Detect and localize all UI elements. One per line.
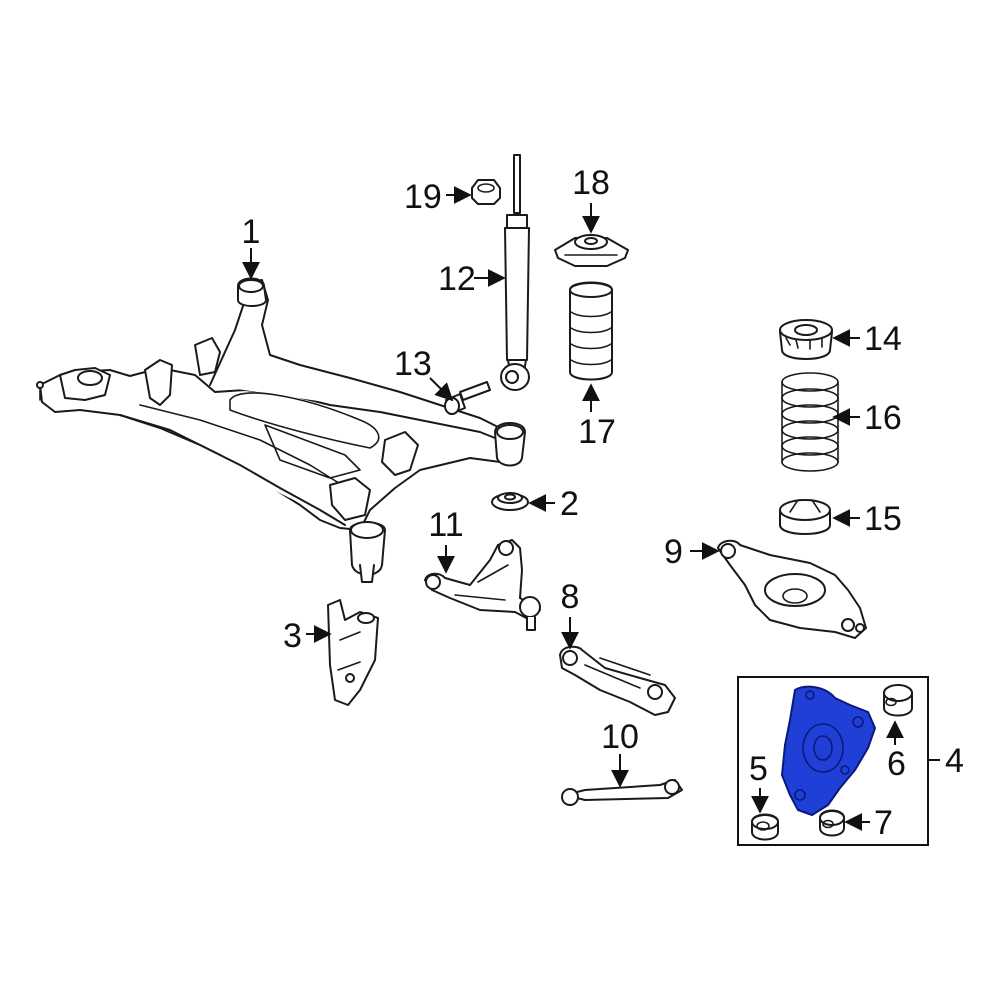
callout-5: 5 <box>749 750 768 788</box>
callout-18: 18 <box>572 164 610 202</box>
part-11-upper-arm[interactable] <box>424 539 541 631</box>
callout-16: 16 <box>864 399 902 437</box>
callout-6: 6 <box>887 745 906 783</box>
callout-10: 10 <box>601 718 639 756</box>
part-17-dust-boot[interactable] <box>569 281 613 381</box>
callout-7: 7 <box>874 804 893 842</box>
part-14-spring-seat[interactable] <box>779 319 833 360</box>
callout-19: 19 <box>404 178 442 216</box>
callout-3: 3 <box>283 617 302 655</box>
part-7-bushing[interactable] <box>819 809 845 837</box>
callout-17: 17 <box>578 413 616 451</box>
callout-9: 9 <box>664 533 683 571</box>
subframe-crossmember[interactable] <box>36 277 526 583</box>
part-12-shock-absorber[interactable] <box>500 154 530 391</box>
part-3-bracket[interactable] <box>327 599 379 706</box>
callout-14: 14 <box>864 320 902 358</box>
part-9-lower-control-arm[interactable] <box>717 539 867 639</box>
callout-2: 2 <box>560 485 579 523</box>
part-2-washer[interactable] <box>491 492 529 511</box>
part-8-control-arm[interactable] <box>559 645 676 716</box>
part-13-bolt[interactable] <box>444 381 491 415</box>
leader-arrows <box>242 186 940 831</box>
callout-4: 4 <box>945 742 964 780</box>
part-18-upper-mount[interactable] <box>554 234 629 267</box>
callout-13: 13 <box>394 345 432 383</box>
part-5-bushing[interactable] <box>751 813 779 841</box>
part-10-lateral-link[interactable] <box>561 779 683 806</box>
callout-12: 12 <box>438 260 476 298</box>
callout-8: 8 <box>561 578 580 616</box>
callout-1: 1 <box>242 213 261 251</box>
part-4-knuckle-highlighted[interactable] <box>781 685 876 816</box>
part-6-bushing[interactable] <box>883 684 913 717</box>
callout-labels: 1 2 3 4 5 6 7 8 9 10 11 12 13 14 15 16 1… <box>242 164 964 842</box>
part-15-spring-seat-lower[interactable] <box>779 499 831 535</box>
part-19-nut[interactable] <box>471 179 501 205</box>
callout-15: 15 <box>864 500 902 538</box>
part-16-coil-spring[interactable] <box>781 372 839 472</box>
callout-11: 11 <box>428 506 463 544</box>
